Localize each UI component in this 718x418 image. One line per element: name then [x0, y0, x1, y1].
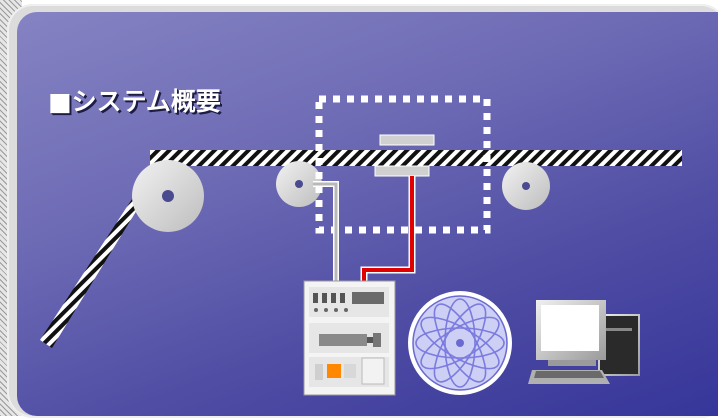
- status-indicator: [327, 364, 341, 378]
- atom-processor-icon: [408, 291, 512, 395]
- encoder-cable: [313, 181, 339, 284]
- upper-sensor-head: [379, 134, 435, 146]
- roller-right: [502, 162, 550, 210]
- roller-middle: [276, 161, 322, 207]
- signal-cable: [360, 176, 416, 284]
- lower-sensor-head: [374, 165, 430, 177]
- slide-title: ■システム概要: [48, 87, 221, 116]
- inspection-zone: [315, 95, 491, 234]
- computer-terminal-icon: [528, 300, 640, 384]
- roller-left: [132, 160, 204, 232]
- controller-unit: [303, 280, 396, 396]
